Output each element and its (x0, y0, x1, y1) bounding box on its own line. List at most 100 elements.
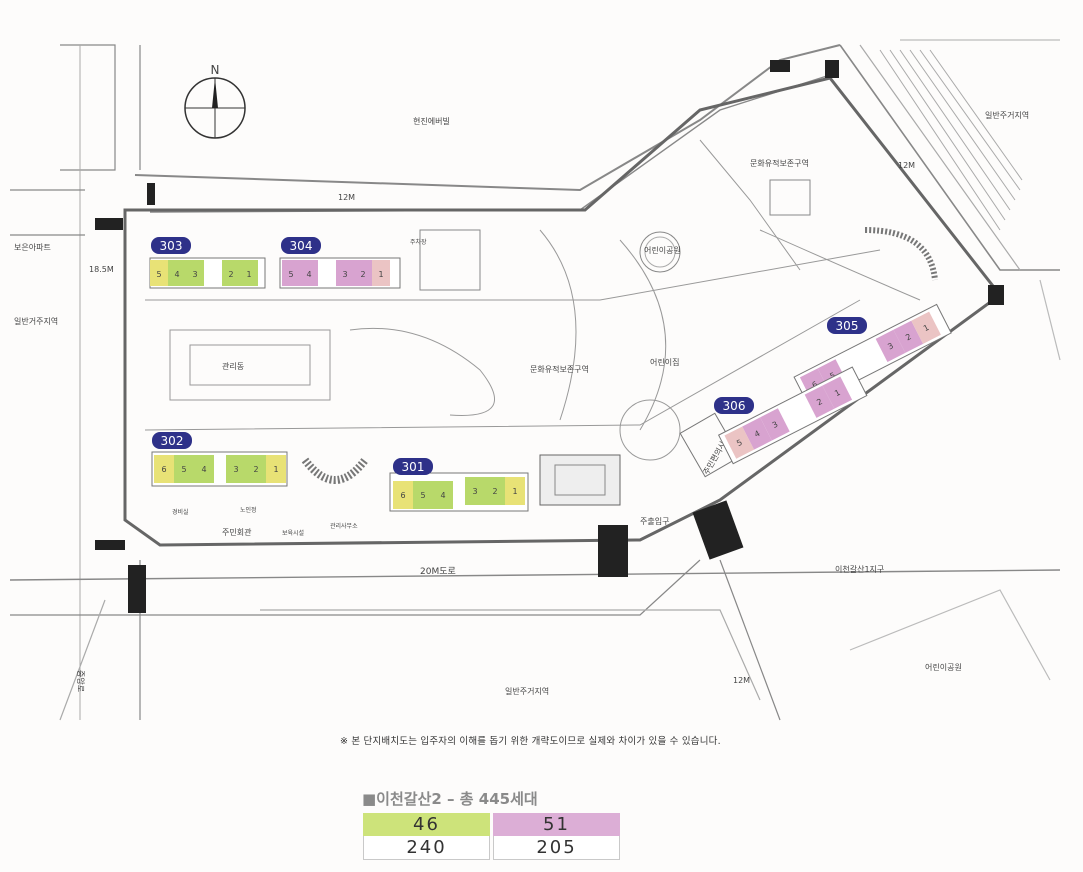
unit-cell (875, 329, 906, 363)
legend-unit-count: 205 (493, 836, 620, 860)
unit-cell (505, 477, 525, 505)
label-children-park-mid: 어린이집 (650, 357, 679, 367)
building-number: 305 (836, 319, 859, 333)
unit-cell (465, 477, 485, 505)
unit-number: 2 (228, 270, 233, 279)
amphitheater (864, 227, 938, 281)
unit-cell (240, 260, 258, 286)
unit-number: 4 (174, 270, 179, 279)
label-galsan-district: 이천갈산1지구 (835, 564, 884, 574)
summary-title: ■이천갈산2 – 총 445세대 (362, 790, 538, 808)
legend-type-label: 46 (363, 813, 490, 836)
label-road-20m: 20M도로 (420, 567, 456, 577)
unit-number: 2 (360, 270, 365, 279)
unit-number: 5 (288, 270, 293, 279)
unit-cell (354, 260, 372, 286)
label-road-18-5m: 18.5M (89, 265, 114, 274)
disclaimer-note: ※ 본 단지배치도는 입주자의 이해를 돕기 위한 개략도이므로 실제와 차이가… (340, 736, 721, 747)
unit-number: 5 (828, 371, 837, 381)
unit-number: 1 (833, 388, 842, 398)
label-heritage-center: 문화유적보존구역 (530, 364, 589, 374)
compass-north-label: N (211, 63, 220, 77)
building-badge (827, 317, 867, 334)
heritage-structure (419, 229, 481, 291)
building-304: 5 4 3 2 1 304 (279, 237, 401, 289)
building-badge (714, 397, 754, 414)
building-number: 301 (402, 460, 425, 474)
legend-type-label: 51 (493, 813, 620, 836)
unit-number: 6 (161, 465, 166, 474)
legend-type-51: 51 205 (493, 813, 620, 860)
label-community: 주민회관 (222, 527, 252, 537)
embankment-hatch (879, 49, 1023, 231)
label-small-b: 보육시설 (282, 529, 304, 537)
label-management: 관리동 (222, 361, 244, 371)
unit-cell (485, 477, 505, 505)
label-children-park-se: 어린이공원 (925, 662, 962, 672)
unit-number: 5 (735, 438, 744, 448)
unit-number: 3 (233, 465, 238, 474)
unit-number: 3 (342, 270, 347, 279)
unit-cell (804, 385, 835, 418)
welfare-building (539, 454, 621, 506)
unit-cell (822, 376, 853, 409)
label-road-jungang: 중앙로 (76, 670, 86, 692)
unit-number: 1 (246, 270, 251, 279)
label-small-c: 관리사무소 (330, 522, 358, 530)
unit-number: 4 (306, 270, 311, 279)
label-general-res-east: 일반주거지역 (985, 110, 1029, 120)
building-number: 303 (160, 239, 183, 253)
map-labels: 현진에버빌 보은아파트 일반거주지역 일반주거지역 일반주거지역 문화유적보존구… (14, 110, 1029, 696)
unit-cell (186, 260, 204, 286)
label-children-park-top: 어린이공원 (644, 245, 681, 255)
label-small-d: 주차장 (410, 238, 427, 246)
children-park-circle (639, 231, 681, 273)
unit-number: 2 (492, 487, 497, 496)
unit-cell (393, 481, 413, 509)
building-badge (393, 458, 433, 475)
unit-number: 3 (192, 270, 197, 279)
unit-cell (760, 408, 790, 441)
unit-cell (724, 426, 755, 459)
label-road-12m-south: 12M (733, 676, 750, 685)
internal-roads (144, 139, 921, 461)
unit-number: 4 (753, 429, 762, 439)
unit-number: 5 (181, 465, 186, 474)
building-badge (151, 237, 191, 254)
building-306: 5 4 3 2 1 306 (714, 366, 868, 465)
label-general-res-west: 일반거주지역 (14, 316, 58, 326)
building-302: 6 5 4 3 2 1 302 (151, 432, 288, 487)
unit-cell (433, 481, 453, 509)
label-small-e: 경비실 (172, 508, 189, 516)
unit-number: 6 (400, 491, 405, 500)
plaza-ring (301, 457, 369, 484)
compass: N (184, 63, 246, 139)
unit-number: 1 (922, 323, 931, 333)
unit-cell (174, 455, 194, 483)
unit-number: 4 (201, 465, 206, 474)
building-badge (281, 237, 321, 254)
unit-number: 6 (811, 380, 820, 390)
label-road-12m-right: 12M (898, 161, 915, 170)
unit-cell (336, 260, 354, 286)
building-number: 304 (290, 239, 313, 253)
road-network (9, 39, 1061, 721)
label-main-gate: 주출입구 (640, 516, 669, 526)
label-heritage-top: 문화유적보존구역 (750, 158, 809, 168)
building-number: 302 (161, 434, 184, 448)
building-number: 306 (723, 399, 746, 413)
label-bonum: 보은아파트 (14, 242, 51, 252)
unit-cell (168, 260, 186, 286)
unit-number: 2 (253, 465, 258, 474)
unit-number: 2 (904, 332, 913, 342)
unit-number: 3 (886, 341, 895, 351)
unit-cell (413, 481, 433, 509)
unit-number: 2 (815, 397, 824, 407)
label-general-res-south: 일반주거지역 (505, 686, 549, 696)
unit-number: 5 (156, 270, 161, 279)
unit-number: 3 (771, 420, 780, 430)
unit-cell (154, 455, 174, 483)
label-small-a: 노인정 (240, 507, 257, 514)
unit-cell (246, 455, 266, 483)
unit-cell (893, 320, 924, 353)
